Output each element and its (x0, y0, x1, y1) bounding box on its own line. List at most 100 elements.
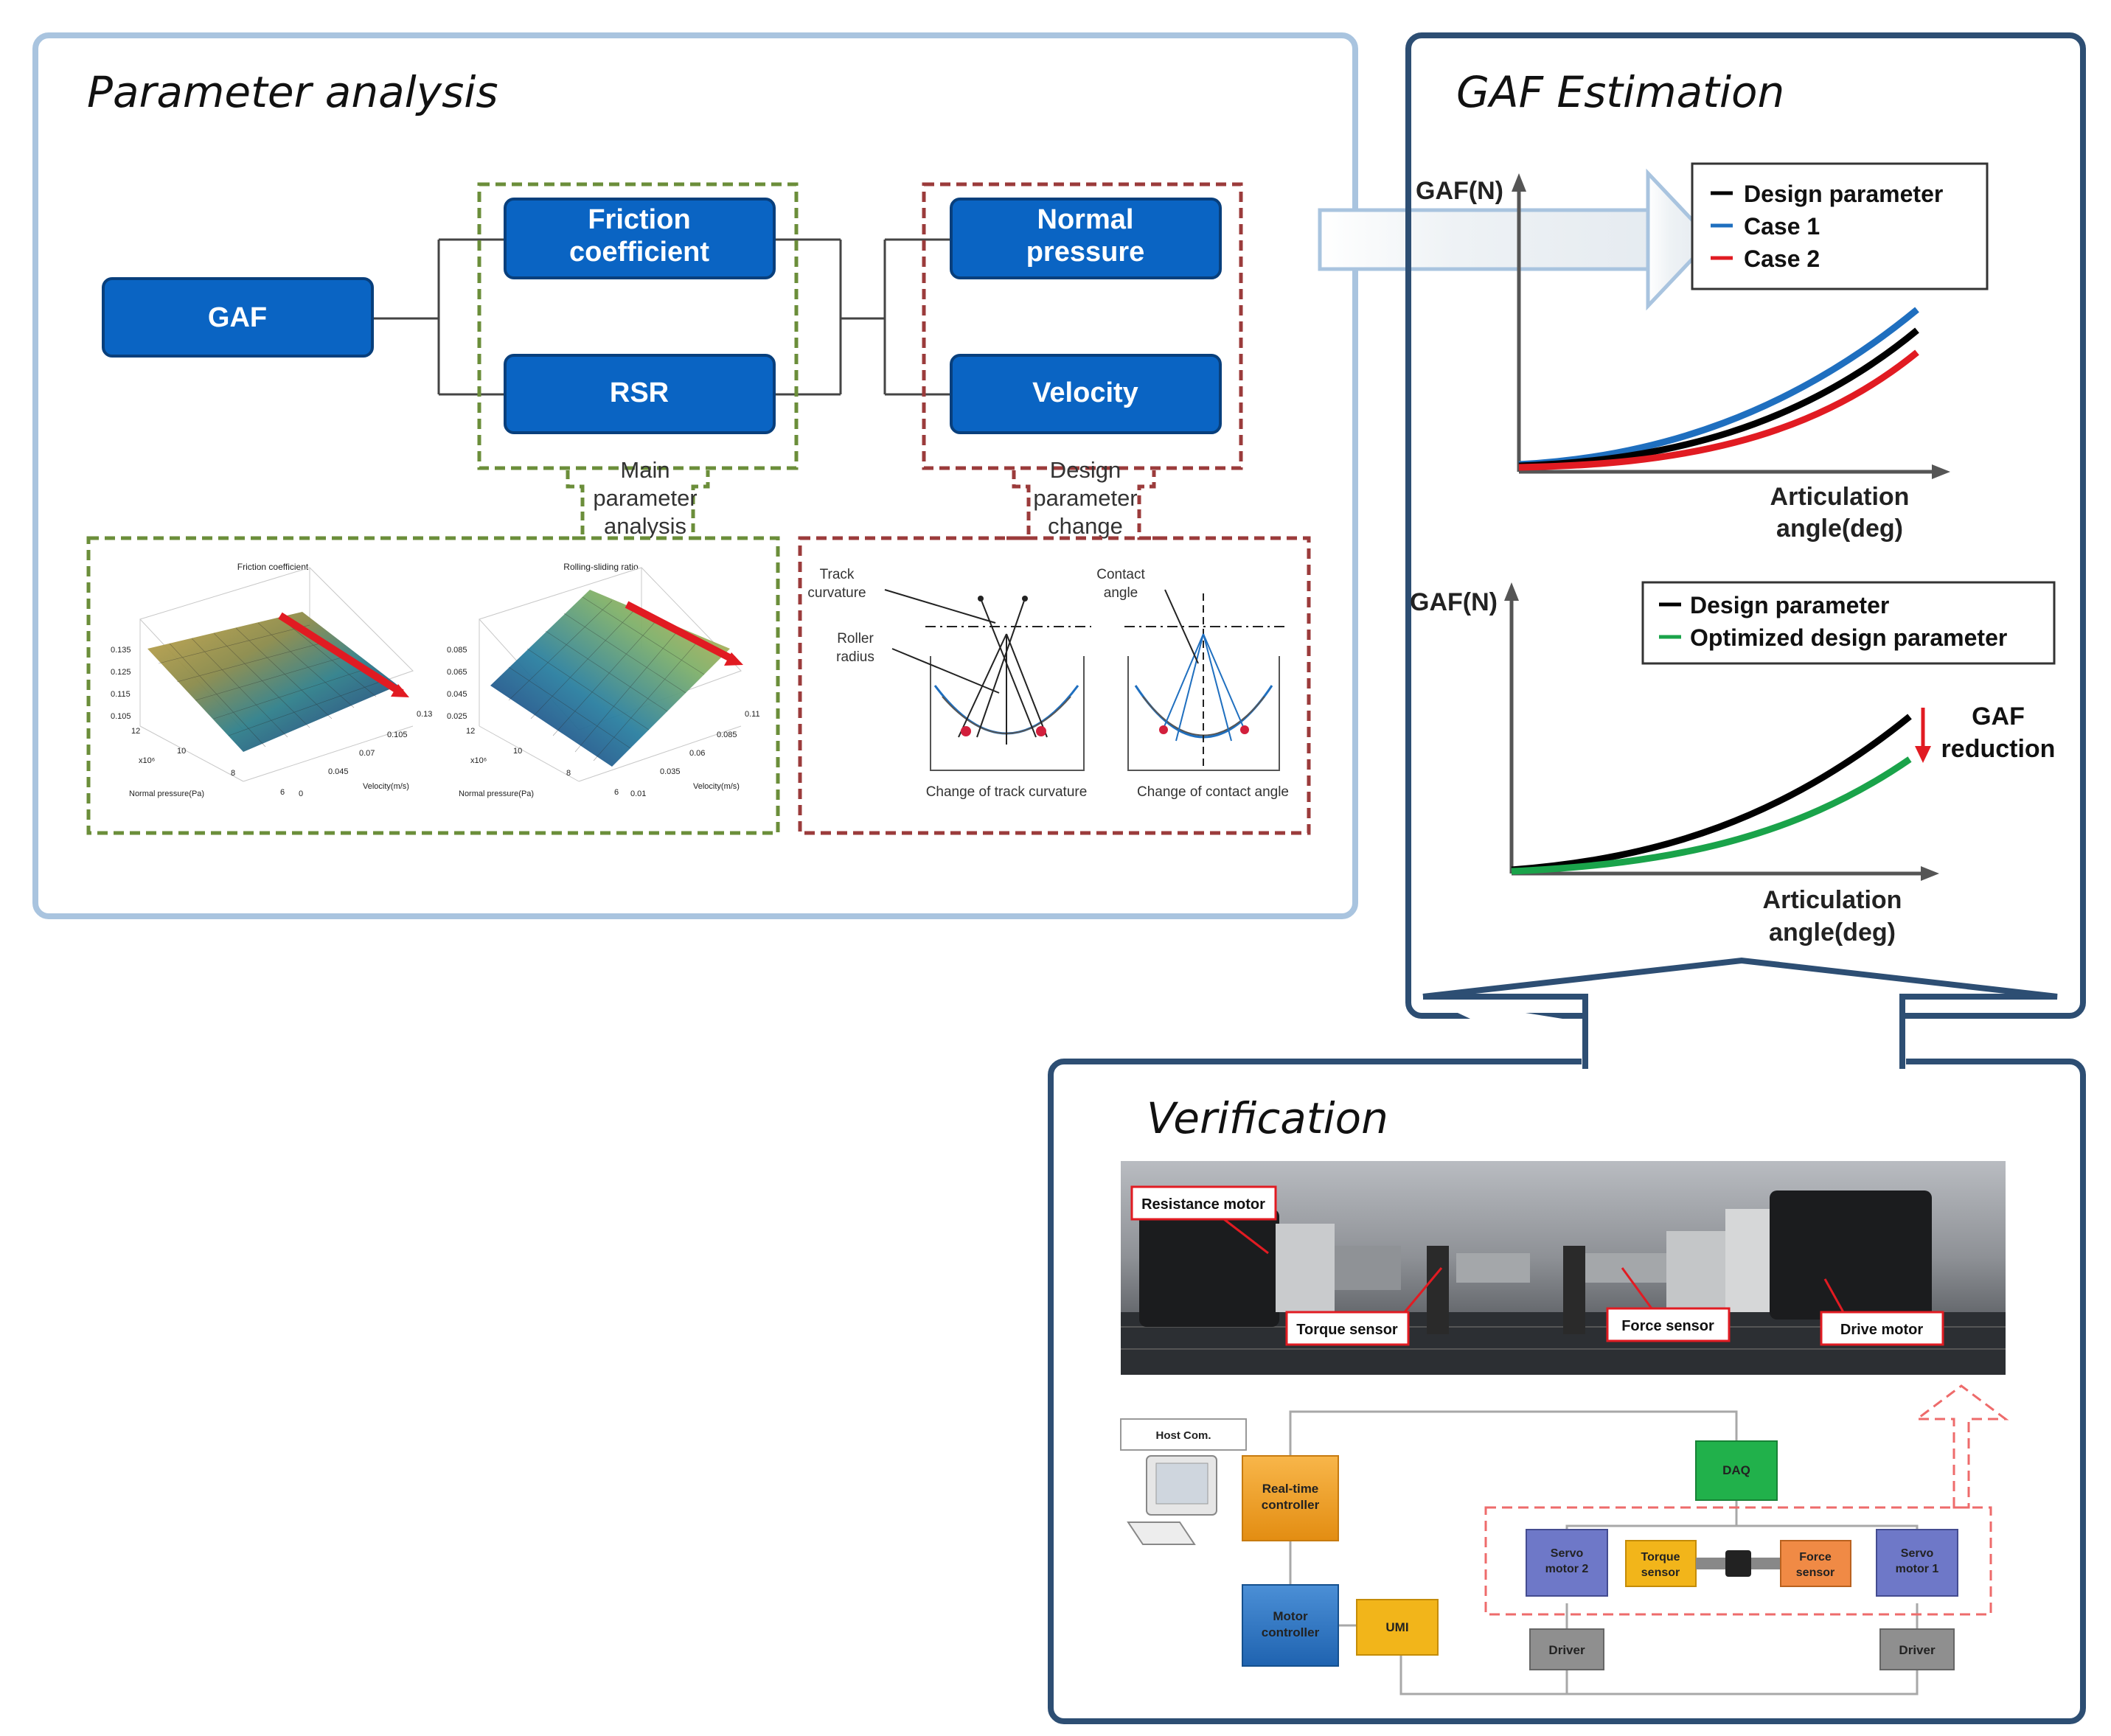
friction-x-tick: 10 (177, 747, 186, 756)
rsr-surface-plot: Rolling-sliding ratio 0.085 0.065 0.045 … (447, 562, 760, 798)
friction-y-label: Velocity(m/s) (363, 782, 409, 791)
chart1-legend-item: Case 2 (1744, 245, 1820, 272)
chart2-series-design (1511, 714, 1912, 874)
tree-connectors (372, 238, 951, 396)
servo-motor-1-block (1876, 1529, 1958, 1597)
resistance-motor-label: Resistance motor (1141, 1196, 1265, 1213)
normal-pressure-box (950, 198, 1222, 279)
force-sensor-line2: sensor (1796, 1566, 1834, 1579)
gaf-box-label: GAF (208, 302, 267, 333)
rsr-trend-arrow (625, 601, 736, 663)
chart1-series-case1 (1518, 307, 1919, 468)
torque-sensor-line2: sensor (1641, 1566, 1680, 1579)
chart2-y-label: GAF(N) (1410, 588, 1498, 616)
rsr-y-tick: 0.11 (745, 710, 760, 719)
rsr-box (504, 354, 776, 434)
friction-x-tick: 12 (131, 727, 140, 736)
driver-2-block (1529, 1628, 1604, 1670)
friction-z-tick: 0.105 (111, 712, 131, 721)
rsr-x-tick: 6 (614, 788, 619, 797)
motor-controller-line2: controller (1262, 1625, 1320, 1639)
chart1-y-label: GAF(N) (1416, 177, 1503, 205)
servo1-line1: Servo (1901, 1547, 1934, 1560)
friction-label-line1: Friction (588, 204, 690, 235)
friction-y-tick: 0.045 (328, 767, 349, 776)
track-curvature-caption: Change of track curvature (926, 784, 1088, 800)
rsr-z-tick: 0.045 (447, 690, 467, 699)
roller-label: Roller (837, 631, 874, 646)
friction-trend-arrowhead (391, 684, 409, 697)
coupling-shaft (1696, 1550, 1781, 1577)
gaf-box (102, 277, 374, 358)
motor-controller-block (1242, 1584, 1339, 1667)
contact-angle-sketch (1124, 589, 1287, 771)
real-time-controller-block (1242, 1455, 1339, 1541)
rsr-y-tick: 0.06 (689, 749, 705, 758)
friction-x-tick: 8 (231, 769, 235, 778)
servo-motor-2-block (1526, 1529, 1608, 1597)
gaf-chart-2: GAF(N) Articulation angle(deg) Design pa… (1410, 581, 2056, 947)
rsr-x-scale: x10⁶ (470, 756, 487, 765)
motor-controller-line1: Motor (1273, 1609, 1308, 1623)
chart2-x-label-line2: angle(deg) (1769, 918, 1896, 947)
normal-pressure-line1: Normal (1037, 204, 1134, 235)
friction-z-tick: 0.125 (111, 668, 131, 677)
feedback-arrow (1913, 1384, 2009, 1509)
friction-y-tick: 0 (299, 789, 303, 798)
rsr-z-tick: 0.085 (447, 646, 467, 655)
chart1-x-label-line2: angle(deg) (1776, 515, 1903, 543)
friction-y-tick: 0.105 (387, 731, 408, 739)
track-label: Track (820, 567, 855, 582)
chart1-legend-item: Case 1 (1744, 213, 1820, 240)
rsr-y-tick: 0.035 (660, 767, 681, 776)
torque-sensor-line1: Torque (1641, 1551, 1680, 1564)
rsr-y-tick: 0.085 (717, 731, 737, 739)
geometry-sketch-box (798, 536, 1311, 835)
force-sensor-label: Force sensor (1621, 1318, 1714, 1334)
friction-trend-arrow (278, 612, 404, 697)
main-caption-line1: Main (620, 457, 670, 483)
gaf-estimation-title: GAF Estimation (1456, 67, 1784, 117)
gaf-chart-1: GAF(N) Articulation angle(deg) Design pa… (1416, 162, 1989, 543)
rsr-z-tick: 0.065 (447, 668, 467, 677)
chart2-legend-item: Optimized design parameter (1690, 624, 2007, 651)
design-caption-line1: Design (1050, 457, 1121, 483)
chart1-legend (1691, 162, 1989, 290)
photo-labels: Resistance motor Torque sensor Force sen… (1130, 1185, 1944, 1346)
friction-z-tick: 0.135 (111, 646, 131, 655)
radius-label: radius (836, 649, 874, 665)
computer-icon (1127, 1455, 1217, 1545)
gaf-reduction-line1: GAF (1972, 703, 2025, 731)
design-caption-line2: parameter (1033, 485, 1137, 511)
friction-y-tick: 0.13 (417, 710, 432, 719)
rsr-x-tick: 12 (466, 727, 475, 736)
driver-1-block (1879, 1628, 1955, 1670)
gaf-reduction-line2: reduction (1941, 735, 2056, 763)
chart1-legend-item: Design parameter (1744, 181, 1943, 207)
main-caption-line2: parameter (593, 485, 697, 511)
rsr-z-tick: 0.025 (447, 712, 467, 721)
rsr-x-tick: 10 (513, 747, 522, 756)
driver-1-label: Driver (1899, 1643, 1936, 1657)
design-caption-line3: change (1048, 513, 1123, 539)
friction-x-label: Normal pressure(Pa) (129, 789, 204, 798)
rsr-trend-arrowhead (724, 652, 743, 666)
rt-controller-line2: controller (1262, 1498, 1320, 1512)
velocity-box-label: Velocity (1032, 377, 1138, 408)
verification-title: Verification (1147, 1093, 1388, 1143)
parameter-analysis-title: Parameter analysis (87, 67, 498, 117)
chart2-x-label-line1: Articulation (1763, 886, 1902, 914)
friction-surface-plot: Friction coefficient 0.135 0.125 0.115 0… (111, 562, 432, 798)
drive-motor-label: Drive motor (1840, 1322, 1923, 1338)
contact-angle-caption: Change of contact angle (1137, 784, 1289, 800)
chart2-series-optimized (1511, 756, 1912, 875)
friction-y-tick: 0.07 (359, 749, 375, 758)
curvature-label: curvature (807, 585, 866, 601)
rsr-x-tick: 8 (566, 769, 571, 778)
main-caption-line3: analysis (604, 513, 686, 539)
force-sensor-block (1780, 1540, 1851, 1587)
rsr-y-label: Velocity(m/s) (693, 782, 740, 791)
rt-controller-line1: Real-time (1262, 1482, 1319, 1496)
flow-arrow-head (1646, 168, 1714, 311)
